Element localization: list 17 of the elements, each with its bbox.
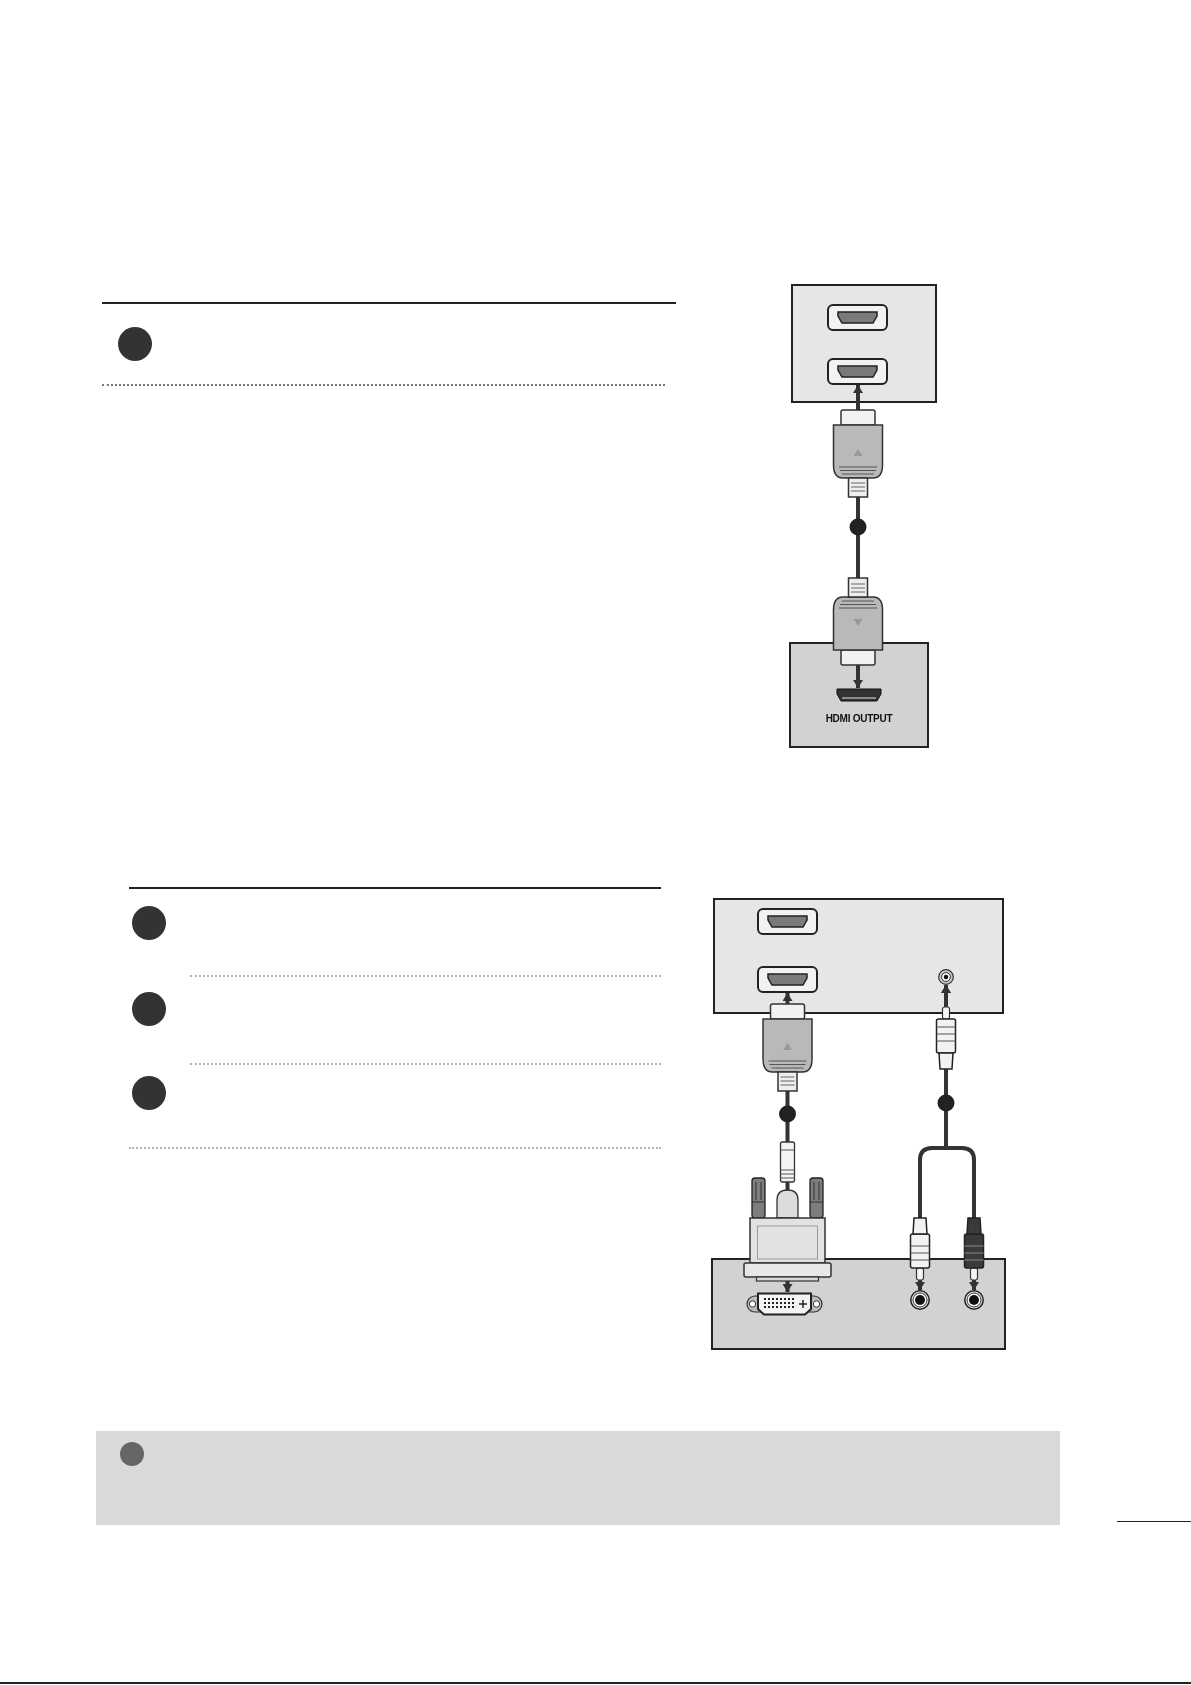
hdmi-port — [827, 304, 888, 331]
cable — [832, 385, 884, 688]
hdmi-port — [827, 358, 888, 385]
connector-panel — [713, 898, 1004, 1014]
audio-jack — [964, 1290, 984, 1310]
cable — [743, 993, 832, 1292]
connector-panel — [789, 642, 929, 748]
cable — [935, 985, 985, 1290]
connector-panel — [711, 1258, 1006, 1350]
audio-jack — [938, 969, 954, 985]
port-label: HDMI OUTPUT — [825, 713, 893, 725]
hdmi-port — [836, 688, 882, 702]
connector-panel — [791, 284, 937, 403]
hdmi-port — [757, 966, 818, 993]
audio-jack — [910, 1290, 930, 1310]
dvi-port — [746, 1292, 823, 1316]
hdmi-port — [757, 908, 818, 935]
